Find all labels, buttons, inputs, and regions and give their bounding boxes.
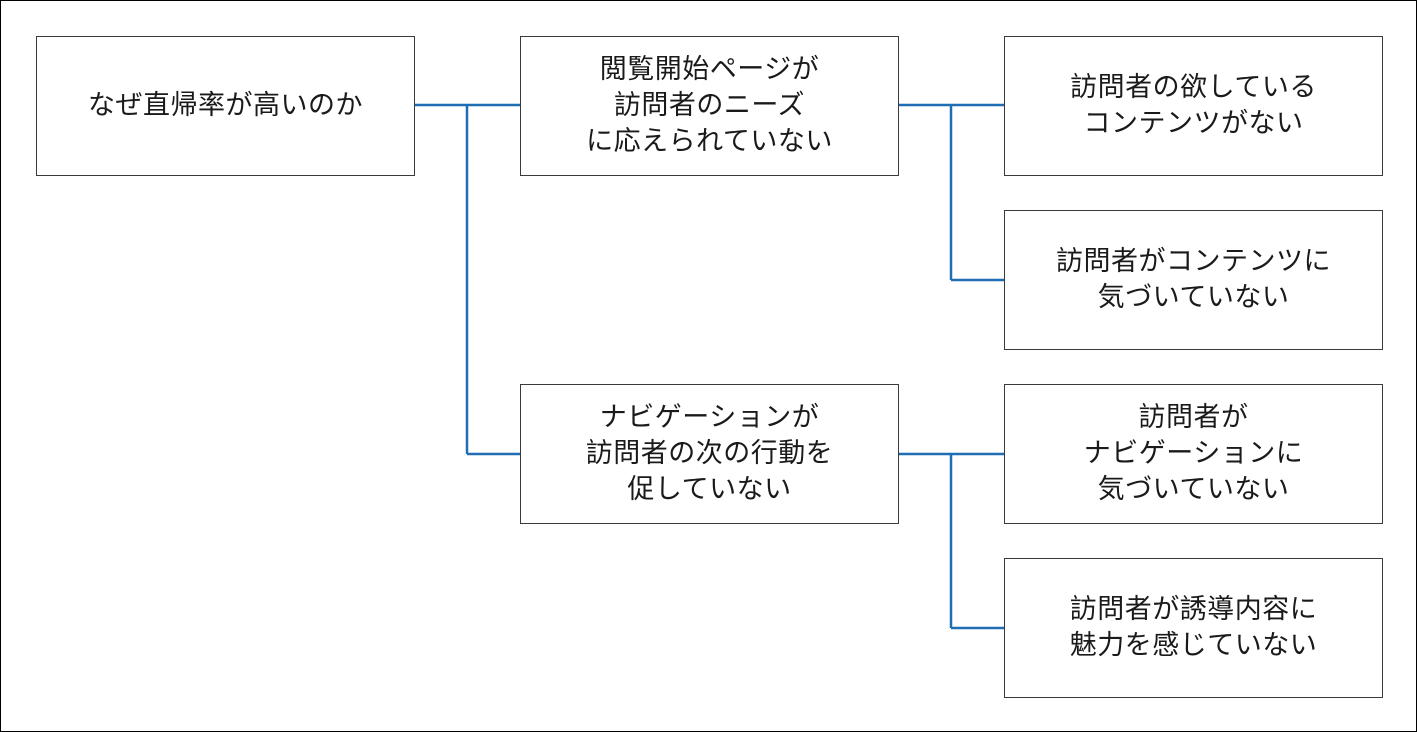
branch-node-navigation-label: ナビゲーションが 訪問者の次の行動を 促していない bbox=[585, 402, 834, 505]
leaf-node-missing-content-label: 訪問者の欲している コンテンツがない bbox=[1070, 72, 1317, 139]
branch-node-landing-page-label: 閲覧開始ページが 訪問者のニーズ に応えられていない bbox=[586, 54, 833, 157]
leaf-node-content-unnoticed-label: 訪問者がコンテンツに 気づいていない bbox=[1056, 246, 1331, 313]
leaf-node-navigation-unnoticed-label: 訪問者が ナビゲーションに 気づいていない bbox=[1083, 402, 1304, 505]
leaf-node-unappealing-guidance: 訪問者が誘導内容に 魅力を感じていない bbox=[1004, 558, 1383, 698]
root-node-label: なぜ直帰率が高いのか bbox=[88, 90, 363, 121]
leaf-node-content-unnoticed: 訪問者がコンテンツに 気づいていない bbox=[1004, 210, 1383, 350]
leaf-node-unappealing-guidance-label: 訪問者が誘導内容に 魅力を感じていない bbox=[1069, 594, 1318, 661]
leaf-node-missing-content: 訪問者の欲している コンテンツがない bbox=[1004, 36, 1383, 176]
branch-node-landing-page: 閲覧開始ページが 訪問者のニーズ に応えられていない bbox=[520, 36, 899, 176]
branch-node-navigation: ナビゲーションが 訪問者の次の行動を 促していない bbox=[520, 384, 899, 524]
leaf-node-navigation-unnoticed: 訪問者が ナビゲーションに 気づいていない bbox=[1004, 384, 1383, 524]
root-node: なぜ直帰率が高いのか bbox=[36, 36, 415, 176]
